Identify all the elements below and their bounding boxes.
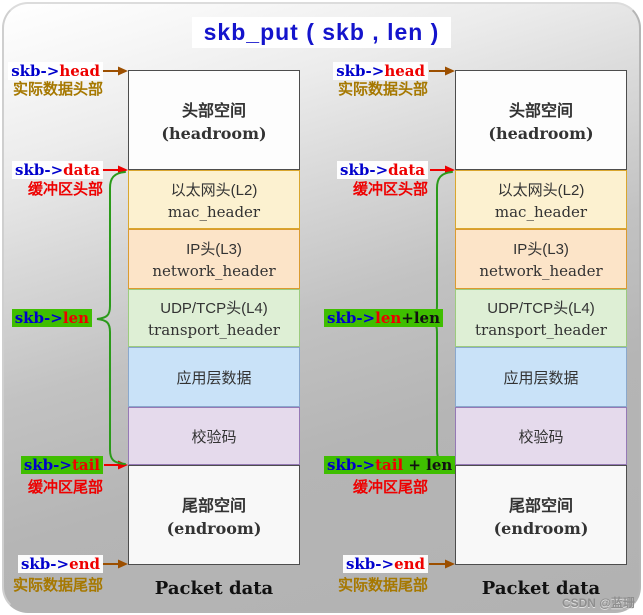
- section-sublabel: (endroom): [166, 519, 262, 538]
- section-label: UDP/TCP头(L4): [487, 300, 595, 317]
- section-label: IP头(L3): [186, 241, 242, 258]
- section-sublabel: mac_header: [167, 202, 261, 221]
- pointer-field: len: [62, 309, 89, 327]
- pointer-prefix: skb->: [15, 161, 64, 179]
- section-network-header: IP头(L3) network_header: [455, 229, 627, 289]
- pointer-field: head: [59, 62, 100, 80]
- pointer-prefix: skb->: [14, 309, 63, 327]
- pointer-skb-end: skb->end: [324, 555, 428, 573]
- pointer-prefix: skb->: [327, 309, 376, 327]
- section-mac-header: 以太网头(L2) mac_header: [455, 170, 627, 229]
- pointer-skb-data: skb->data: [324, 161, 428, 179]
- pointer-prefix: skb->: [336, 62, 385, 80]
- section-label: 头部空间: [181, 103, 246, 120]
- section-label: 应用层数据: [503, 369, 579, 387]
- pointer-skb-data: skb->data: [6, 161, 103, 179]
- pointer-prefix: skb->: [340, 161, 389, 179]
- pointer-skb-head: skb->head: [6, 62, 103, 80]
- section-sublabel: (headroom): [488, 124, 594, 143]
- section-endroom: 尾部空间 (endroom): [128, 465, 300, 565]
- section-headroom: 头部空间 (headroom): [455, 70, 627, 170]
- pointer-skb-len: skb->len: [6, 309, 92, 327]
- section-sublabel: network_header: [152, 262, 276, 280]
- diagram-title: skb_put ( skb , len ): [191, 17, 452, 48]
- section-label: 以太网头(L2): [170, 181, 258, 199]
- pointer-field: end: [394, 555, 425, 573]
- pointer-skb-tail-plus-len: skb->tail + len: [324, 456, 456, 474]
- pointer-skb-end-caption: 实际数据尾部: [12, 577, 103, 594]
- pointer-skb-tail-caption: 缓冲区尾部: [27, 479, 103, 496]
- pointer-field: data: [388, 161, 425, 179]
- section-sublabel: transport_header: [475, 321, 607, 339]
- section-label: 头部空间: [508, 103, 573, 120]
- section-label: 尾部空间: [508, 498, 573, 515]
- section-endroom: 尾部空间 (endroom): [455, 465, 627, 565]
- section-network-header: IP头(L3) network_header: [128, 229, 300, 289]
- section-label: IP头(L3): [513, 241, 569, 258]
- section-sublabel: transport_header: [148, 321, 280, 339]
- pointer-skb-len-plus-len: skb->len+len: [324, 309, 443, 327]
- section-checksum: 校验码: [455, 407, 627, 465]
- pointer-prefix: skb->: [327, 456, 376, 474]
- pointer-extra: +len: [401, 309, 440, 327]
- section-sublabel: (headroom): [161, 124, 267, 143]
- section-label: 尾部空间: [181, 498, 246, 515]
- skb-column-right: 头部空间 (headroom) 以太网头(L2) mac_header IP头(L3…: [455, 70, 627, 565]
- pointer-skb-head-caption: 实际数据头部: [337, 81, 428, 98]
- section-label: 校验码: [518, 428, 564, 446]
- pointer-extra: + len: [403, 456, 453, 474]
- section-transport-header: UDP/TCP头(L4) transport_header: [455, 289, 627, 347]
- section-sublabel: (endroom): [493, 519, 589, 538]
- pointer-skb-data-caption: 缓冲区头部: [27, 181, 103, 198]
- pointer-field: tail: [71, 456, 100, 474]
- pointer-skb-head: skb->head: [324, 62, 428, 80]
- section-transport-header: UDP/TCP头(L4) transport_header: [128, 289, 300, 347]
- pointer-skb-data-caption: 缓冲区头部: [352, 181, 428, 198]
- pointer-field: data: [63, 161, 100, 179]
- section-headroom: 头部空间 (headroom): [128, 70, 300, 170]
- packet-data-label-left: Packet data: [154, 578, 274, 599]
- packet-data-label-right: Packet data: [481, 578, 601, 599]
- section-label: 以太网头(L2): [497, 181, 585, 199]
- pointer-prefix: skb->: [11, 62, 60, 80]
- pointer-prefix: skb->: [23, 456, 72, 474]
- section-checksum: 校验码: [128, 407, 300, 465]
- pointer-prefix: skb->: [20, 555, 70, 573]
- section-label: 应用层数据: [176, 369, 252, 387]
- pointer-skb-end-caption: 实际数据尾部: [337, 577, 428, 594]
- watermark: CSDN @蓝珊: [561, 596, 635, 610]
- section-app-data: 应用层数据: [128, 347, 300, 407]
- pointer-skb-tail: skb->tail: [6, 456, 103, 474]
- section-app-data: 应用层数据: [455, 347, 627, 407]
- pointer-field: tail: [375, 456, 404, 474]
- section-label: UDP/TCP头(L4): [160, 300, 268, 317]
- pointer-skb-tail-caption: 缓冲区尾部: [352, 479, 428, 496]
- skb-column-left: 头部空间 (headroom) 以太网头(L2) mac_header IP头(L3…: [128, 70, 300, 565]
- section-mac-header: 以太网头(L2) mac_header: [128, 170, 300, 229]
- pointer-skb-end: skb->end: [6, 555, 103, 573]
- section-sublabel: network_header: [479, 262, 603, 280]
- section-label: 校验码: [191, 428, 237, 446]
- pointer-prefix: skb->: [345, 555, 395, 573]
- section-sublabel: mac_header: [494, 202, 588, 221]
- pointer-field: head: [384, 62, 425, 80]
- pointer-field: end: [69, 555, 100, 573]
- pointer-field: len: [375, 309, 402, 327]
- pointer-skb-head-caption: 实际数据头部: [12, 81, 103, 98]
